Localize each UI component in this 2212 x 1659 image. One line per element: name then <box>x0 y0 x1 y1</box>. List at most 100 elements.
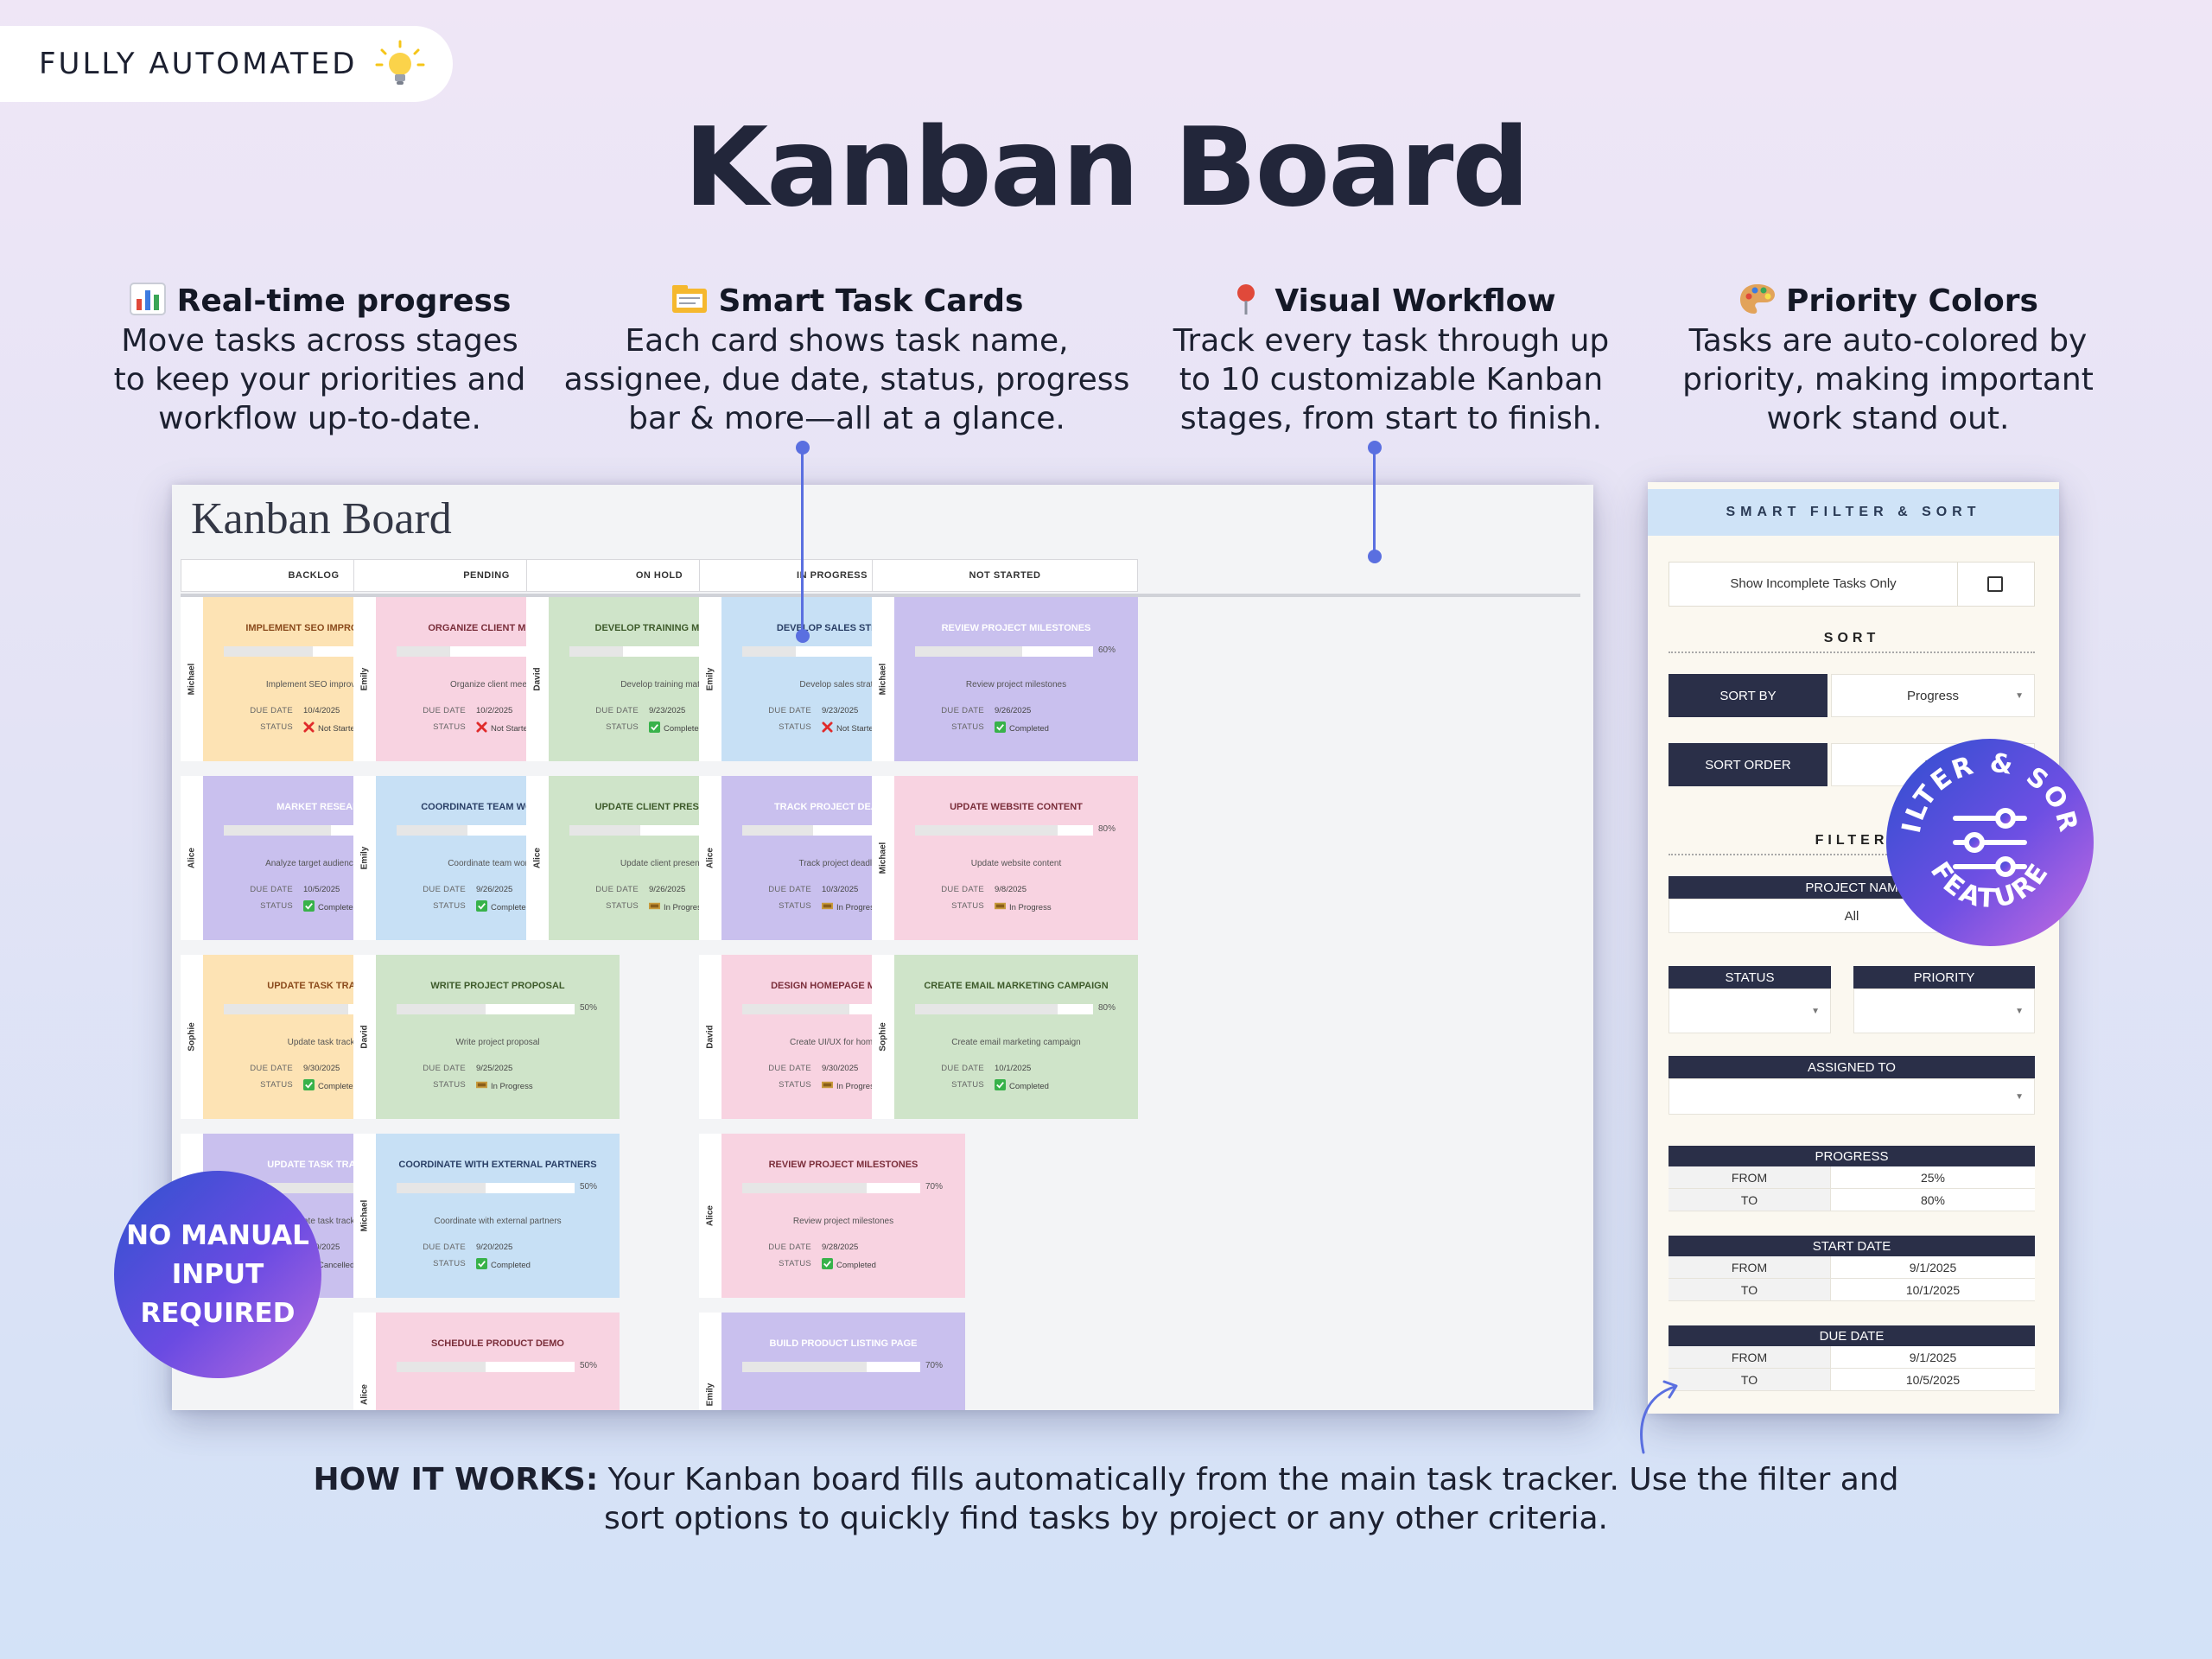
card-description: Update task tracker <box>287 1217 363 1226</box>
card-description: Update website content <box>970 859 1062 868</box>
filter-sort-feature-badge: FILTER & SORT FEATURE <box>1885 737 2094 946</box>
status-key: STATUS <box>260 722 293 732</box>
assignee-strip: Emily <box>353 597 376 761</box>
sort-section-title: SORT <box>1669 631 2035 653</box>
connector-dot <box>1368 550 1382 563</box>
due-date-value: 9/25/2025 <box>476 1064 513 1073</box>
chevron-down-icon: ▼ <box>2015 690 2024 701</box>
how-it-works-text: HOW IT WORKS: Your Kanban board fills au… <box>0 1460 2212 1538</box>
assignee-name: Michael <box>878 842 888 874</box>
sort-by-value: Progress <box>1906 688 1960 703</box>
card-description: Create email marketing campaign <box>951 1038 1081 1047</box>
status-value: In Progress <box>822 1079 879 1091</box>
incomplete-checkbox[interactable] <box>1987 576 2003 592</box>
badge-line: REQUIRED <box>140 1297 296 1329</box>
progress-label: PROGRESS <box>1669 1146 2035 1166</box>
cross-icon <box>822 721 833 733</box>
assigned-to-select[interactable]: ▼ <box>1669 1078 2035 1115</box>
assignee-strip: Michael <box>181 597 203 761</box>
due-date-value: 10/5/2025 <box>303 885 340 894</box>
card-description: Update task tracker <box>287 1038 363 1047</box>
card-description: Create UI/UX for homepage <box>790 1038 897 1047</box>
assignee-strip: Emily <box>699 597 721 761</box>
from-label: FROM <box>1669 1256 1831 1278</box>
due-date-value: 9/8/2025 <box>995 885 1027 894</box>
progress-bar <box>915 825 1093 836</box>
due-date-label: DUE DATE <box>1669 1325 2035 1346</box>
due-date-key: DUE DATE <box>941 706 984 715</box>
status-key: STATUS <box>433 901 466 911</box>
feature-title: Real-time progress <box>176 283 512 319</box>
check-icon <box>995 1078 1006 1090</box>
start-date-label: START DATE <box>1669 1236 2035 1256</box>
status-key: STATUS <box>779 1259 811 1268</box>
check-icon <box>649 721 660 733</box>
assignee-strip: Michael <box>872 597 894 761</box>
lightbulb-icon <box>375 40 425 85</box>
priority-select[interactable]: ▼ <box>1853 988 2035 1033</box>
progress-bar <box>397 1004 575 1014</box>
feature-desc-line: Track every task through up <box>1173 323 1610 359</box>
assignee-strip: Alice <box>181 776 203 940</box>
panel-header: SMART FILTER & SORT <box>1648 489 2059 536</box>
progress-bar <box>915 1004 1093 1014</box>
status-value: In Progress <box>822 900 879 912</box>
feature-title: Visual Workflow <box>1274 283 1556 319</box>
status-value: In Progress <box>649 900 706 912</box>
from-label: FROM <box>1669 1346 1831 1368</box>
assignee-strip: Alice <box>353 1313 376 1410</box>
due-to-value: 10/5/2025 <box>1905 1373 1961 1387</box>
status-value: Completed <box>995 1078 1049 1091</box>
status-value: Not Started <box>476 721 532 734</box>
card-title: SCHEDULE PRODUCT DEMO <box>430 1338 564 1349</box>
status-value: Not Started <box>303 721 359 734</box>
how-it-works-line2: sort options to quickly find tasks by pr… <box>604 1501 1608 1536</box>
to-label: TO <box>1669 1279 1831 1300</box>
incomplete-toggle[interactable]: Show Incomplete Tasks Only <box>1669 562 2035 607</box>
feature-desc-line: assignee, due date, status, progress <box>563 362 1130 397</box>
feature-visual-workflow: Visual Workflow Track every task through… <box>1158 282 1624 438</box>
status-key: STATUS <box>606 722 639 732</box>
assignee-name: Sophie <box>187 1022 197 1052</box>
due-date-value: 10/4/2025 <box>303 706 340 715</box>
fully-automated-label: FULLY AUTOMATED <box>39 47 358 81</box>
status-select[interactable]: ▼ <box>1669 988 1831 1033</box>
progress-percent: 70% <box>925 1361 943 1370</box>
progress-to-value: 80% <box>1920 1193 1946 1207</box>
status-key: STATUS <box>260 901 293 911</box>
card-description: Organize client meetings <box>449 680 546 690</box>
from-label: FROM <box>1669 1166 1831 1188</box>
card-description: Analyze target audience trends <box>265 859 385 868</box>
assignee-name: Alice <box>359 1384 370 1405</box>
assignee-name: Emily <box>705 667 715 691</box>
assignee-strip: Emily <box>353 776 376 940</box>
sort-by-select[interactable]: Progress ▼ <box>1831 674 2035 717</box>
feature-desc-line: to 10 customizable Kanban <box>1179 362 1604 397</box>
assignee-strip: Michael <box>872 776 894 940</box>
status-value: Completed <box>476 1257 531 1270</box>
feature-desc-line: workflow up-to-date. <box>158 401 481 436</box>
